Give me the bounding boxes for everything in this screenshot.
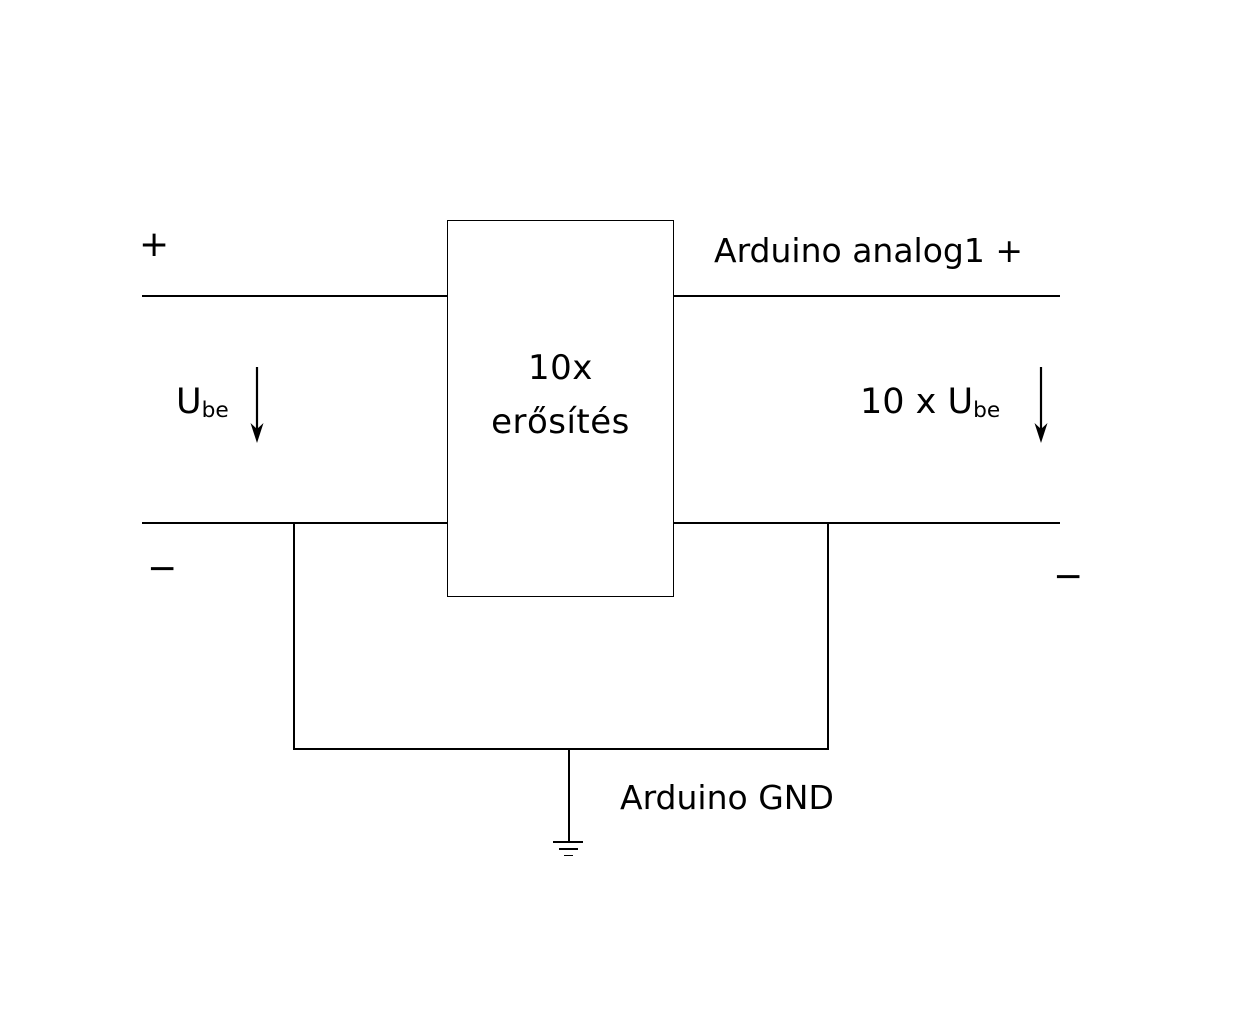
amplifier-label-line1: 10x: [528, 347, 593, 388]
output-voltage-symbol: 10 x U: [860, 382, 974, 422]
amplifier-box: 10x erősítés: [447, 220, 674, 597]
ground-bar-top: [553, 841, 583, 843]
amplifier-label-line2: erősítés: [491, 401, 630, 442]
output-minus-label: −: [1053, 556, 1084, 597]
input-minus-label: −: [147, 548, 178, 589]
wire-ground-stem: [568, 748, 570, 841]
input-voltage-down-arrow-icon: [250, 367, 264, 443]
output-voltage-subscript: be: [973, 397, 1001, 423]
ground-bar-middle: [558, 847, 578, 850]
input-plus-label: +: [139, 224, 170, 265]
wire-left-drop: [293, 522, 295, 749]
output-voltage-down-arrow-icon: [1034, 367, 1048, 443]
input-voltage-symbol: U: [176, 382, 202, 422]
wire-input-top: [142, 295, 447, 297]
input-voltage-subscript: be: [201, 397, 229, 423]
ground-bar-bottom: [563, 854, 573, 857]
wire-output-bottom: [674, 522, 1060, 524]
amplifier-label: 10x erősítés: [491, 341, 630, 449]
wire-ground-bus: [293, 748, 829, 750]
ground-symbol-icon: [553, 841, 583, 861]
arduino-gnd-label: Arduino GND: [620, 778, 834, 817]
input-voltage-label: Ube: [176, 382, 229, 422]
wire-output-top: [674, 295, 1060, 297]
wire-right-drop: [827, 522, 829, 749]
output-voltage-label: 10 x Ube: [860, 382, 1000, 422]
arduino-analog1-label: Arduino analog1 +: [714, 231, 1023, 270]
